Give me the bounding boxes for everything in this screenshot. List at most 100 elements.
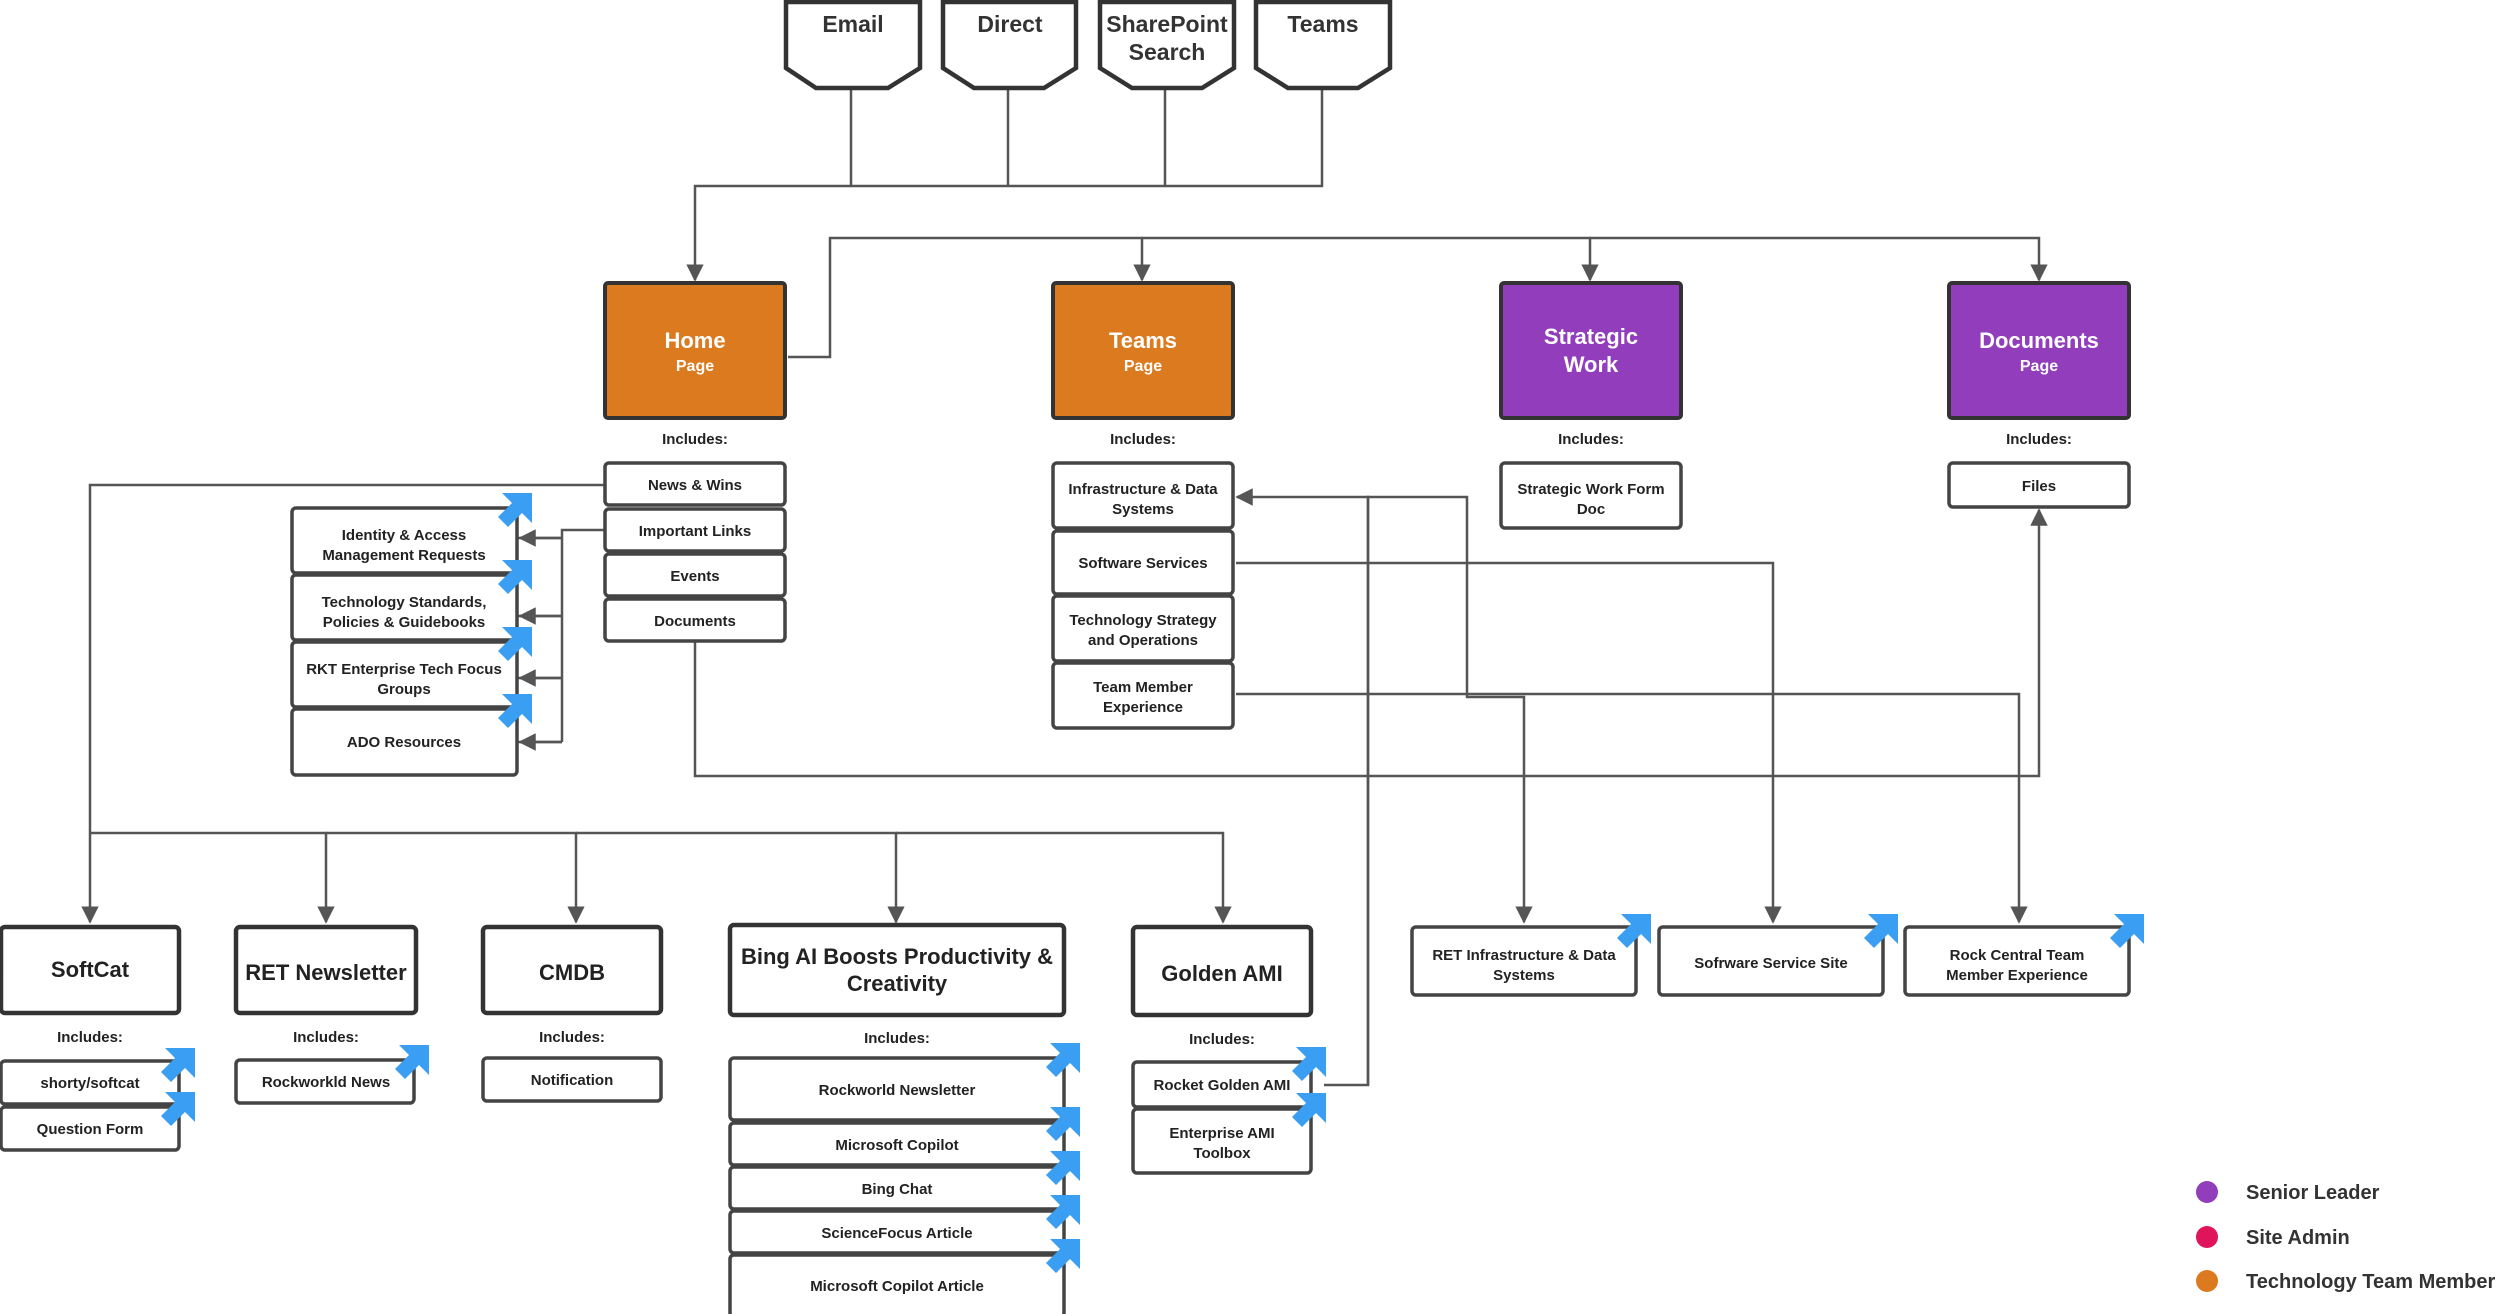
link-tech-standards-box [290, 573, 519, 642]
external-link-icon[interactable] [1617, 914, 1651, 948]
softcat-item-shorty-box [0, 1059, 181, 1106]
softcat-item-shorty[interactable]: shorty/softcat [0, 1048, 195, 1106]
home-item-news-wins-label: News & Wins [648, 477, 742, 494]
home-item-documents[interactable]: Documents [603, 597, 787, 643]
documents-item-files[interactable]: Files [1947, 461, 2131, 509]
documents-page-node[interactable]: Documents Page [1947, 281, 2131, 420]
story-ret-newsletter[interactable]: RET Newsletter [233, 924, 419, 1016]
link-ado-resources-label: ADO Resources [347, 734, 461, 751]
external-link-icon[interactable] [498, 493, 532, 527]
bing-item-rockworld-newsletter[interactable]: Rockworld Newsletter [728, 1043, 1080, 1122]
home-item-events[interactable]: Events [603, 552, 787, 598]
external-link-icon[interactable] [2110, 914, 2144, 948]
bing-item-sciencefocus[interactable]: ScienceFocus Article [728, 1195, 1080, 1255]
external-link-icon[interactable] [1864, 914, 1898, 948]
external-link-icon[interactable] [1046, 1195, 1080, 1229]
includes-label-home: Includes: [662, 431, 728, 448]
external-link-icon[interactable] [161, 1048, 195, 1082]
story-golden-ami-title: Golden AMI [1161, 961, 1282, 986]
documents-page-box [1947, 281, 2131, 420]
external-link-icon[interactable] [498, 560, 532, 594]
cmdb-item-notification[interactable]: Notification [481, 1056, 663, 1103]
bing-item-microsoft-copilot[interactable]: Microsoft Copilot [728, 1107, 1080, 1167]
home-item-news-wins-box [603, 461, 787, 507]
bing-item-bing-chat[interactable]: Bing Chat [728, 1151, 1080, 1211]
softcat-item-question-form-box [0, 1105, 181, 1152]
external-link-icon[interactable] [395, 1045, 429, 1079]
connector-sources-to-home [695, 88, 1324, 280]
teams-page-node[interactable]: Teams Page [1051, 281, 1235, 420]
documents-items: Files [1947, 461, 2131, 509]
home-page-sub: Page [676, 358, 714, 375]
external-link-icon[interactable] [498, 627, 532, 661]
ret-item-rockworkld-news-box [234, 1058, 416, 1105]
includes-label-golden-ami: Includes: [1189, 1031, 1255, 1048]
external-link-icon[interactable] [1046, 1151, 1080, 1185]
softcat-item-question-form[interactable]: Question Form [0, 1092, 195, 1152]
story-golden-ami[interactable]: Golden AMI [1130, 924, 1314, 1018]
connector-news-to-golden-ami [896, 831, 1232, 924]
external-link-icon[interactable] [1046, 1107, 1080, 1141]
teams-page-sub: Page [1124, 358, 1162, 375]
external-link-icon[interactable] [498, 694, 532, 728]
story-softcat-title: SoftCat [51, 957, 130, 982]
connector-home-to-teams-page [788, 236, 1151, 359]
link-ado-resources[interactable]: ADO Resources [290, 694, 532, 777]
teams-page-box [1051, 281, 1235, 420]
link-tech-standards[interactable]: Technology Standards,Policies & Guideboo… [290, 560, 532, 642]
external-link-icon[interactable] [1046, 1239, 1080, 1273]
teams-item-infra-box [1051, 461, 1235, 530]
legend-label-site-admin: Site Admin [2246, 1227, 2350, 1249]
home-item-important-links-box [603, 507, 787, 553]
includes-label-cmdb: Includes: [539, 1029, 605, 1046]
source-direct-shape [940, 0, 1079, 91]
external-link-icon[interactable] [161, 1092, 195, 1126]
legend: Senior Leader Site Admin Technology Team… [2196, 1181, 2496, 1293]
legend-label-senior-leader: Senior Leader [2246, 1182, 2380, 1204]
story-bing-ai-box [727, 922, 1067, 1018]
documents-item-files-box [1947, 461, 2131, 509]
home-page-node[interactable]: Home Page [603, 281, 787, 420]
teams-item-software-box [1051, 529, 1235, 596]
external-link-icon[interactable] [1292, 1093, 1326, 1127]
home-page-title: Home [664, 328, 725, 353]
home-item-important-links[interactable]: Important Links [603, 507, 787, 553]
teams-page-title: Teams [1109, 328, 1177, 353]
story-cmdb[interactable]: CMDB [480, 924, 664, 1016]
teams-item-software[interactable]: Software Services [1051, 529, 1235, 596]
includes-labels: Includes: Includes: Includes: Includes: … [57, 431, 2072, 1048]
source-email-label: Email [822, 11, 883, 37]
story-bing-ai[interactable]: Bing AI Boosts Productivity &Creativity [727, 922, 1067, 1018]
bing-item-microsoft-copilot-label: Microsoft Copilot [835, 1137, 958, 1154]
link-focus-groups-box [290, 640, 519, 709]
ret-item-rockworkld-news[interactable]: Rockworkld News [234, 1045, 429, 1105]
home-item-news-wins[interactable]: News & Wins [603, 461, 787, 507]
external-link-icon[interactable] [1046, 1043, 1080, 1077]
includes-label-ret-newsletter: Includes: [293, 1029, 359, 1046]
includes-label-softcat: Includes: [57, 1029, 123, 1046]
golden-item-rocket-golden-ami[interactable]: Rocket Golden AMI [1131, 1047, 1326, 1109]
story-softcat[interactable]: SoftCat [0, 924, 182, 1016]
link-identity-access-box [290, 506, 519, 575]
source-teams-shape [1253, 0, 1393, 91]
external-link-icon[interactable] [1292, 1047, 1326, 1081]
bing-item-copilot-article[interactable]: Microsoft Copilot Article [728, 1239, 1080, 1314]
site-software-service[interactable]: Sofrware Service Site [1657, 914, 1898, 997]
story-bing-ai-title: Bing AI Boosts Productivity &Creativity [741, 944, 1053, 996]
